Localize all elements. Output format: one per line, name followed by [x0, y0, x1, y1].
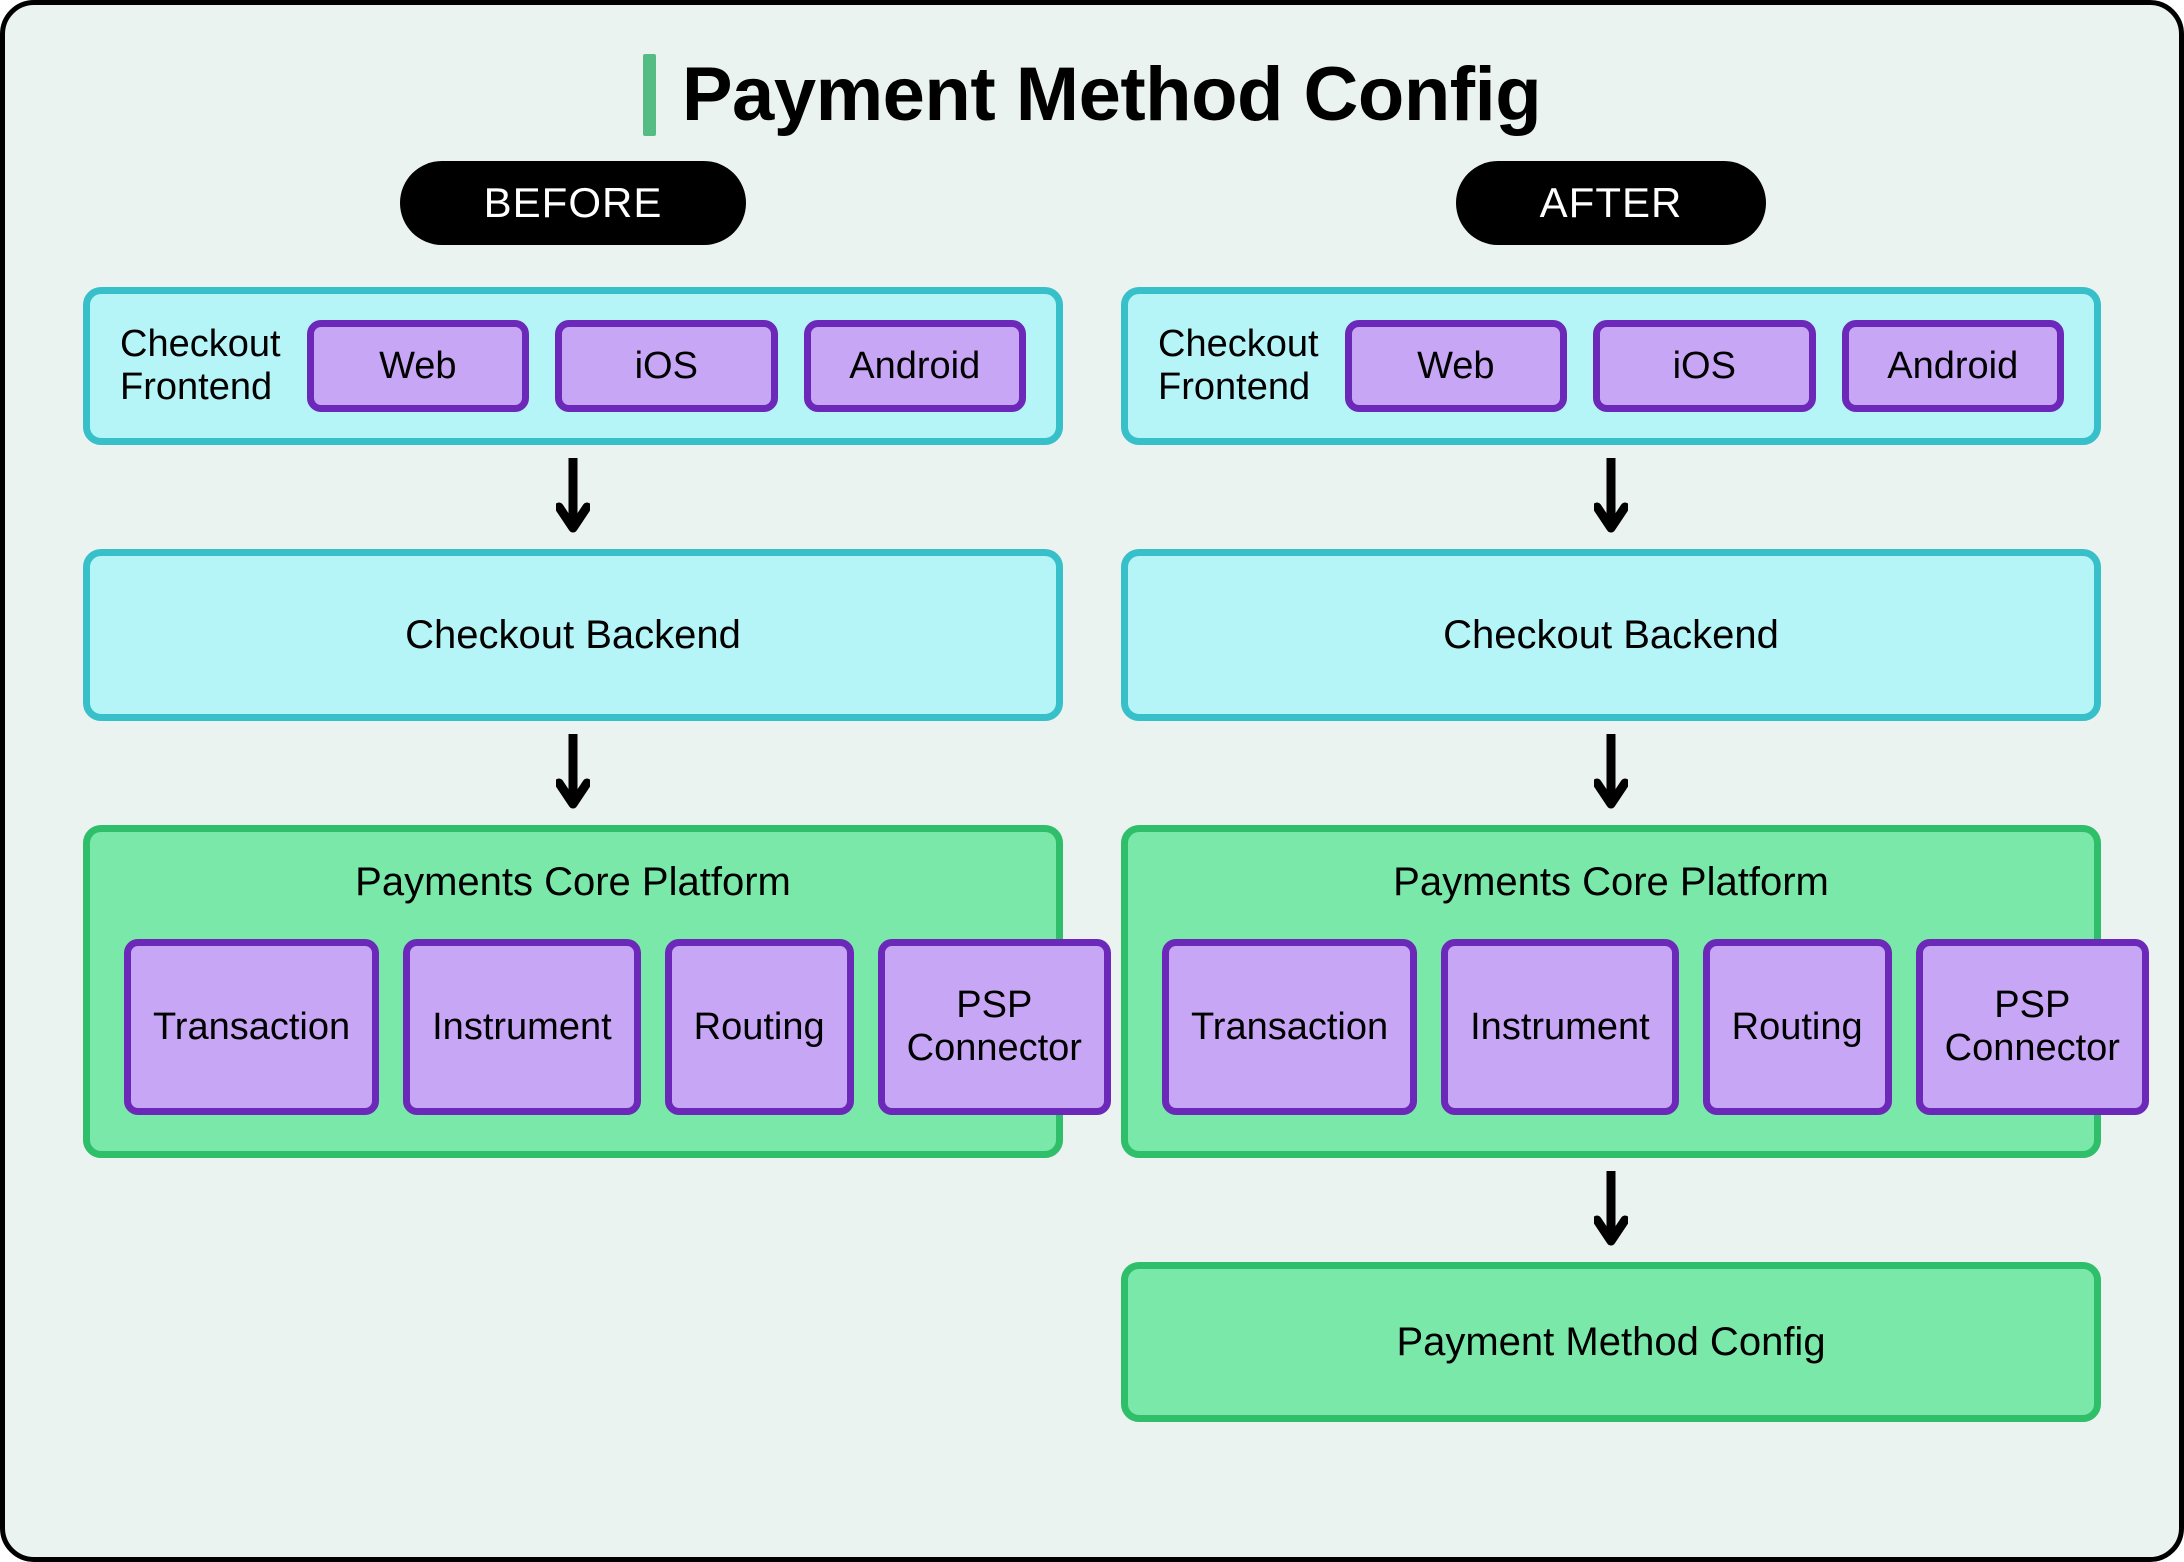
checkout-frontend-label: Checkout Frontend [1158, 323, 1319, 408]
frontend-chip-web[interactable]: Web [306, 320, 530, 412]
payments-core-platform-label: Payments Core Platform [355, 860, 791, 904]
column-after: AFTER Checkout Frontend Web iOS Android … [1121, 161, 2149, 1422]
frontend-chip-web[interactable]: Web [1344, 320, 1568, 412]
arrow-down-icon [1594, 1171, 1628, 1246]
title-accent-bar [642, 54, 656, 136]
checkout-backend-label: Checkout Backend [1443, 612, 1779, 657]
module-chip-transaction[interactable]: Transaction [124, 939, 380, 1115]
comparison-columns: BEFORE Checkout Frontend Web iOS Android… [5, 161, 2179, 1422]
platform-module-row: Transaction Instrument Routing PSP Conne… [124, 939, 1111, 1115]
arrow-down-icon [556, 734, 590, 809]
module-chip-instrument[interactable]: Instrument [1441, 939, 1679, 1115]
checkout-backend-box-before: Checkout Backend [83, 549, 1063, 721]
frontend-chip-ios[interactable]: iOS [1593, 320, 1816, 412]
checkout-frontend-band-after: Checkout Frontend Web iOS Android [1121, 287, 2101, 445]
arrow-down-icon [556, 458, 590, 533]
frontend-chip-android[interactable]: Android [1841, 320, 2064, 412]
payments-core-platform-after: Payments Core Platform Transaction Instr… [1121, 825, 2149, 1158]
frontend-chip-android[interactable]: Android [803, 320, 1026, 412]
page-title: Payment Method Config [5, 43, 2179, 147]
platform-module-row: Transaction Instrument Routing PSP Conne… [1162, 939, 2149, 1115]
payments-core-platform-before: Payments Core Platform Transaction Instr… [83, 825, 1111, 1158]
payment-method-config-box: Payment Method Config [1121, 1262, 2101, 1422]
frontend-chip-ios[interactable]: iOS [555, 320, 778, 412]
payments-core-platform-label: Payments Core Platform [1393, 860, 1829, 904]
arrow-down-icon [1594, 734, 1628, 809]
module-chip-transaction[interactable]: Transaction [1162, 939, 1418, 1115]
module-chip-routing[interactable]: Routing [664, 939, 854, 1115]
module-chip-psp-connector[interactable]: PSP Connector [877, 939, 1111, 1115]
checkout-backend-box-after: Checkout Backend [1121, 549, 2101, 721]
checkout-frontend-band-before: Checkout Frontend Web iOS Android [83, 287, 1063, 445]
checkout-backend-label: Checkout Backend [405, 612, 741, 657]
phase-badge-before: BEFORE [399, 161, 747, 245]
title-text: Payment Method Config [681, 52, 1542, 137]
module-chip-routing[interactable]: Routing [1702, 939, 1892, 1115]
arrow-down-icon [1594, 458, 1628, 533]
module-chip-instrument[interactable]: Instrument [403, 939, 641, 1115]
payment-method-config-label: Payment Method Config [1396, 1319, 1826, 1364]
module-chip-psp-connector[interactable]: PSP Connector [1915, 939, 2149, 1115]
column-before: BEFORE Checkout Frontend Web iOS Android… [83, 161, 1111, 1422]
checkout-frontend-label: Checkout Frontend [120, 323, 281, 408]
phase-badge-after: AFTER [1455, 161, 1767, 245]
